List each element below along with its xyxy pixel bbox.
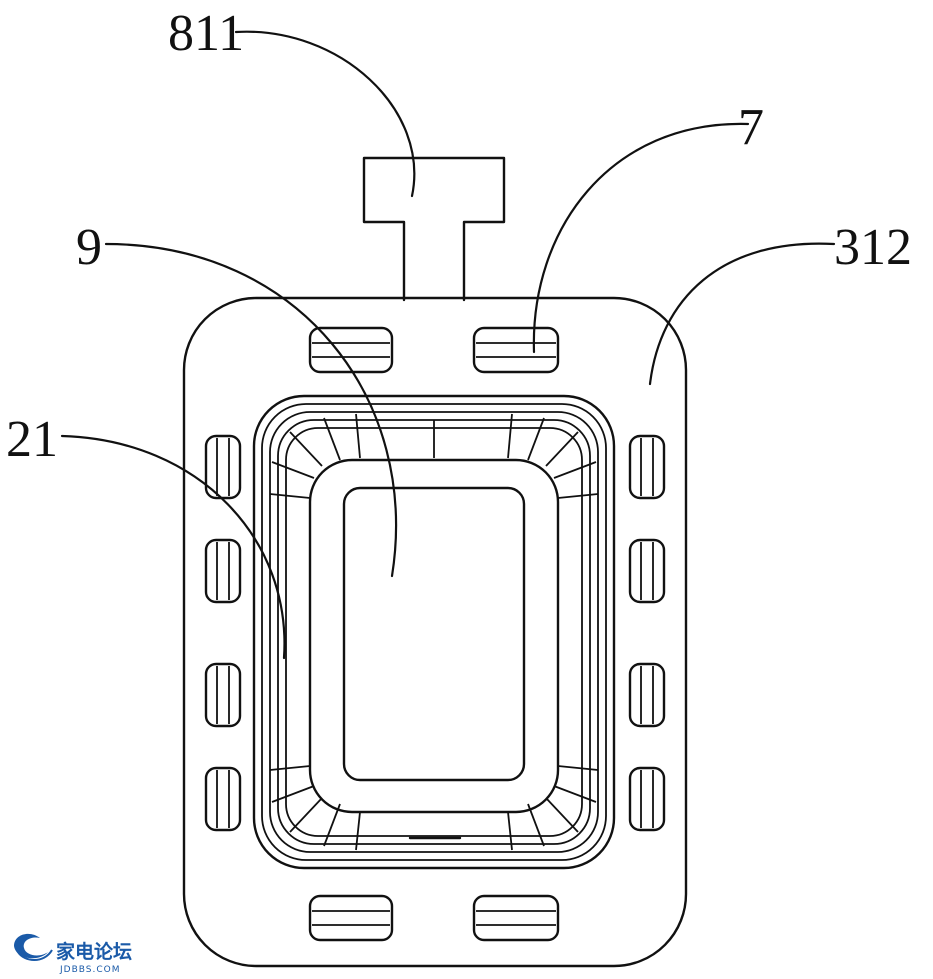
right-slot-1 [628,434,666,500]
ref-label-21: 21 [6,411,58,468]
left-slots [204,434,242,832]
ref-label-312: 312 [834,219,912,276]
right-slot-3 [628,662,666,728]
leader-7 [532,122,750,354]
ref-label-7: 7 [738,99,764,156]
ref-label-811: 811 [168,5,244,62]
left-slot-4 [204,766,242,832]
right-slot-2 [628,538,666,604]
watermark: 家电论坛 JDBBS.COM [14,933,132,975]
watermark-name: 家电论坛 [56,940,132,963]
leader-312 [648,242,836,386]
left-slot-2 [204,538,242,604]
watermark-site: JDBBS.COM [59,965,120,975]
ref-label-9: 9 [76,219,102,276]
right-slot-4 [628,766,666,832]
bottom-slots [308,894,560,942]
outer-frame-312 [182,296,688,968]
right-slots [628,434,666,832]
leader-811 [234,30,416,198]
handle-811 [362,156,506,302]
bottom-slot-right [472,894,560,942]
left-slot-1 [204,434,242,500]
leader-9 [104,242,398,578]
leader-21 [60,434,286,660]
basket-ribs [269,413,599,851]
left-slot-3 [204,662,242,728]
top-slot-left [308,326,394,374]
top-slot-right [472,326,560,374]
panel-9 [342,486,526,782]
watermark-logo-icon [14,933,53,961]
basket-21 [252,394,616,870]
top-slots-7 [308,326,560,374]
bottom-slot-left [308,894,394,942]
